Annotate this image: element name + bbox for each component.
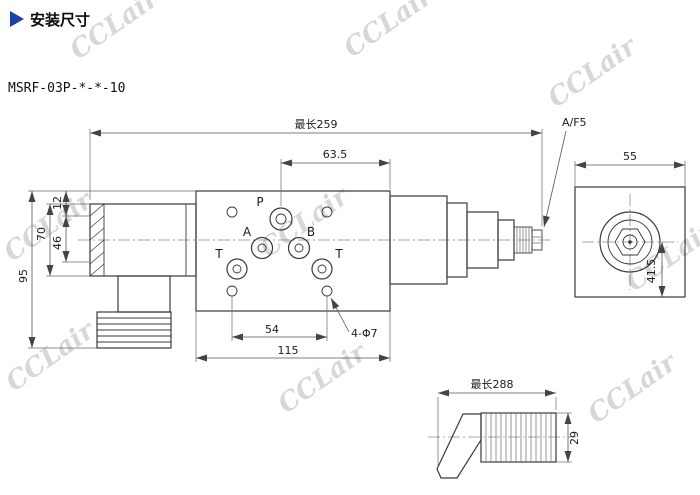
dim-offset-top: 12 (51, 196, 64, 210)
port-label-t-left: T (214, 247, 223, 261)
dimension-bottom: 54 115 4-Φ7 (195, 296, 391, 362)
dim-hole-spacing: 54 (265, 323, 279, 336)
dimension-63-5: 63.5 (280, 148, 391, 206)
mounting-plate: P A B T T (195, 190, 391, 312)
solenoid-hatch (89, 203, 105, 277)
watermark-text: CCLair (583, 346, 684, 429)
dim-overall-height: 95 (17, 269, 30, 283)
cartridge-mid-circle (607, 219, 653, 265)
header: 安装尺寸 MSRF-03P-*-*-10 (8, 11, 125, 96)
cartridge-inner-circle (622, 234, 638, 250)
connector-ribs (97, 317, 171, 343)
dim-plate-length: 115 (278, 344, 299, 357)
knurled-knob (480, 412, 557, 463)
dim-solenoid-height: 70 (35, 227, 48, 241)
port-a-inner (257, 243, 267, 253)
watermark-text: CCLair (339, 0, 440, 64)
watermark-text: CCLair (65, 0, 166, 66)
port-p-circle (269, 207, 293, 231)
watermark-text: CCLair (621, 214, 700, 297)
valve-adjuster-stack (389, 195, 543, 285)
connector-neck (117, 275, 171, 313)
mounting-hole (226, 285, 238, 297)
label-af5: A/F5 (562, 116, 587, 129)
mounting-hole (321, 285, 333, 297)
dim-mounting-holes: 4-Φ7 (351, 327, 378, 340)
dimension-knob-length: 最长288 (437, 378, 557, 466)
dim-body-height: 46 (51, 236, 64, 250)
page-title: 安装尺寸 (30, 11, 90, 29)
hex-socket (614, 228, 646, 256)
dimension-overall-length: 最长259 (89, 118, 543, 226)
dim-port-to-edge: 63.5 (323, 148, 348, 161)
dim-knob-diameter: 29 (568, 431, 581, 445)
watermark-text: CCLair (543, 30, 644, 113)
thread-ticks (516, 227, 530, 253)
port-t-right-inner (317, 264, 327, 274)
port-t-right-circle (311, 258, 333, 280)
knurl-lines (485, 413, 552, 462)
port-a-circle (250, 236, 274, 260)
port-t-left-inner (232, 264, 242, 274)
watermark-text: CCLair (1, 314, 102, 397)
port-t-left-circle (226, 258, 248, 280)
model-number: MSRF-03P-*-*-10 (8, 81, 125, 96)
side-view: 55 41.5 (574, 150, 686, 298)
port-p-inner (275, 213, 287, 225)
main-view-front: P A B T T (17, 116, 587, 362)
knob-view: 最长288 29 (428, 378, 581, 479)
title-bullet-icon (10, 11, 24, 27)
center-dot (628, 240, 632, 244)
dim-knob-length: 最长288 (471, 378, 514, 391)
mounting-holes-leader (330, 297, 350, 333)
port-b-circle (287, 236, 311, 260)
port-label-p: P (256, 195, 263, 209)
dimension-side-width: 55 (574, 150, 686, 187)
side-view-outline (574, 186, 686, 298)
plate-outline (195, 190, 391, 312)
dim-side-width: 55 (623, 150, 637, 163)
connector-box (96, 275, 172, 349)
hex-tip (531, 229, 543, 251)
watermark-layer: CCLair CCLair CCLair CCLair CCLair CCLai… (0, 0, 700, 430)
mounting-hole (226, 206, 238, 218)
port-label-t-right: T (334, 247, 343, 261)
dimension-knob-diameter: 29 (556, 412, 581, 463)
wrench-flat-callout: A/F5 (543, 116, 587, 228)
port-label-a: A (243, 225, 252, 239)
dim-overall-length: 最长259 (295, 118, 338, 131)
hand-lever (436, 413, 482, 479)
dim-center-height: 41.5 (645, 259, 658, 284)
mounting-hole (321, 206, 333, 218)
dimension-left-stack: 95 70 46 12 (17, 190, 196, 349)
port-b-inner (294, 243, 304, 253)
port-label-b: B (307, 225, 315, 239)
dimension-side-height: 41.5 (645, 242, 666, 297)
